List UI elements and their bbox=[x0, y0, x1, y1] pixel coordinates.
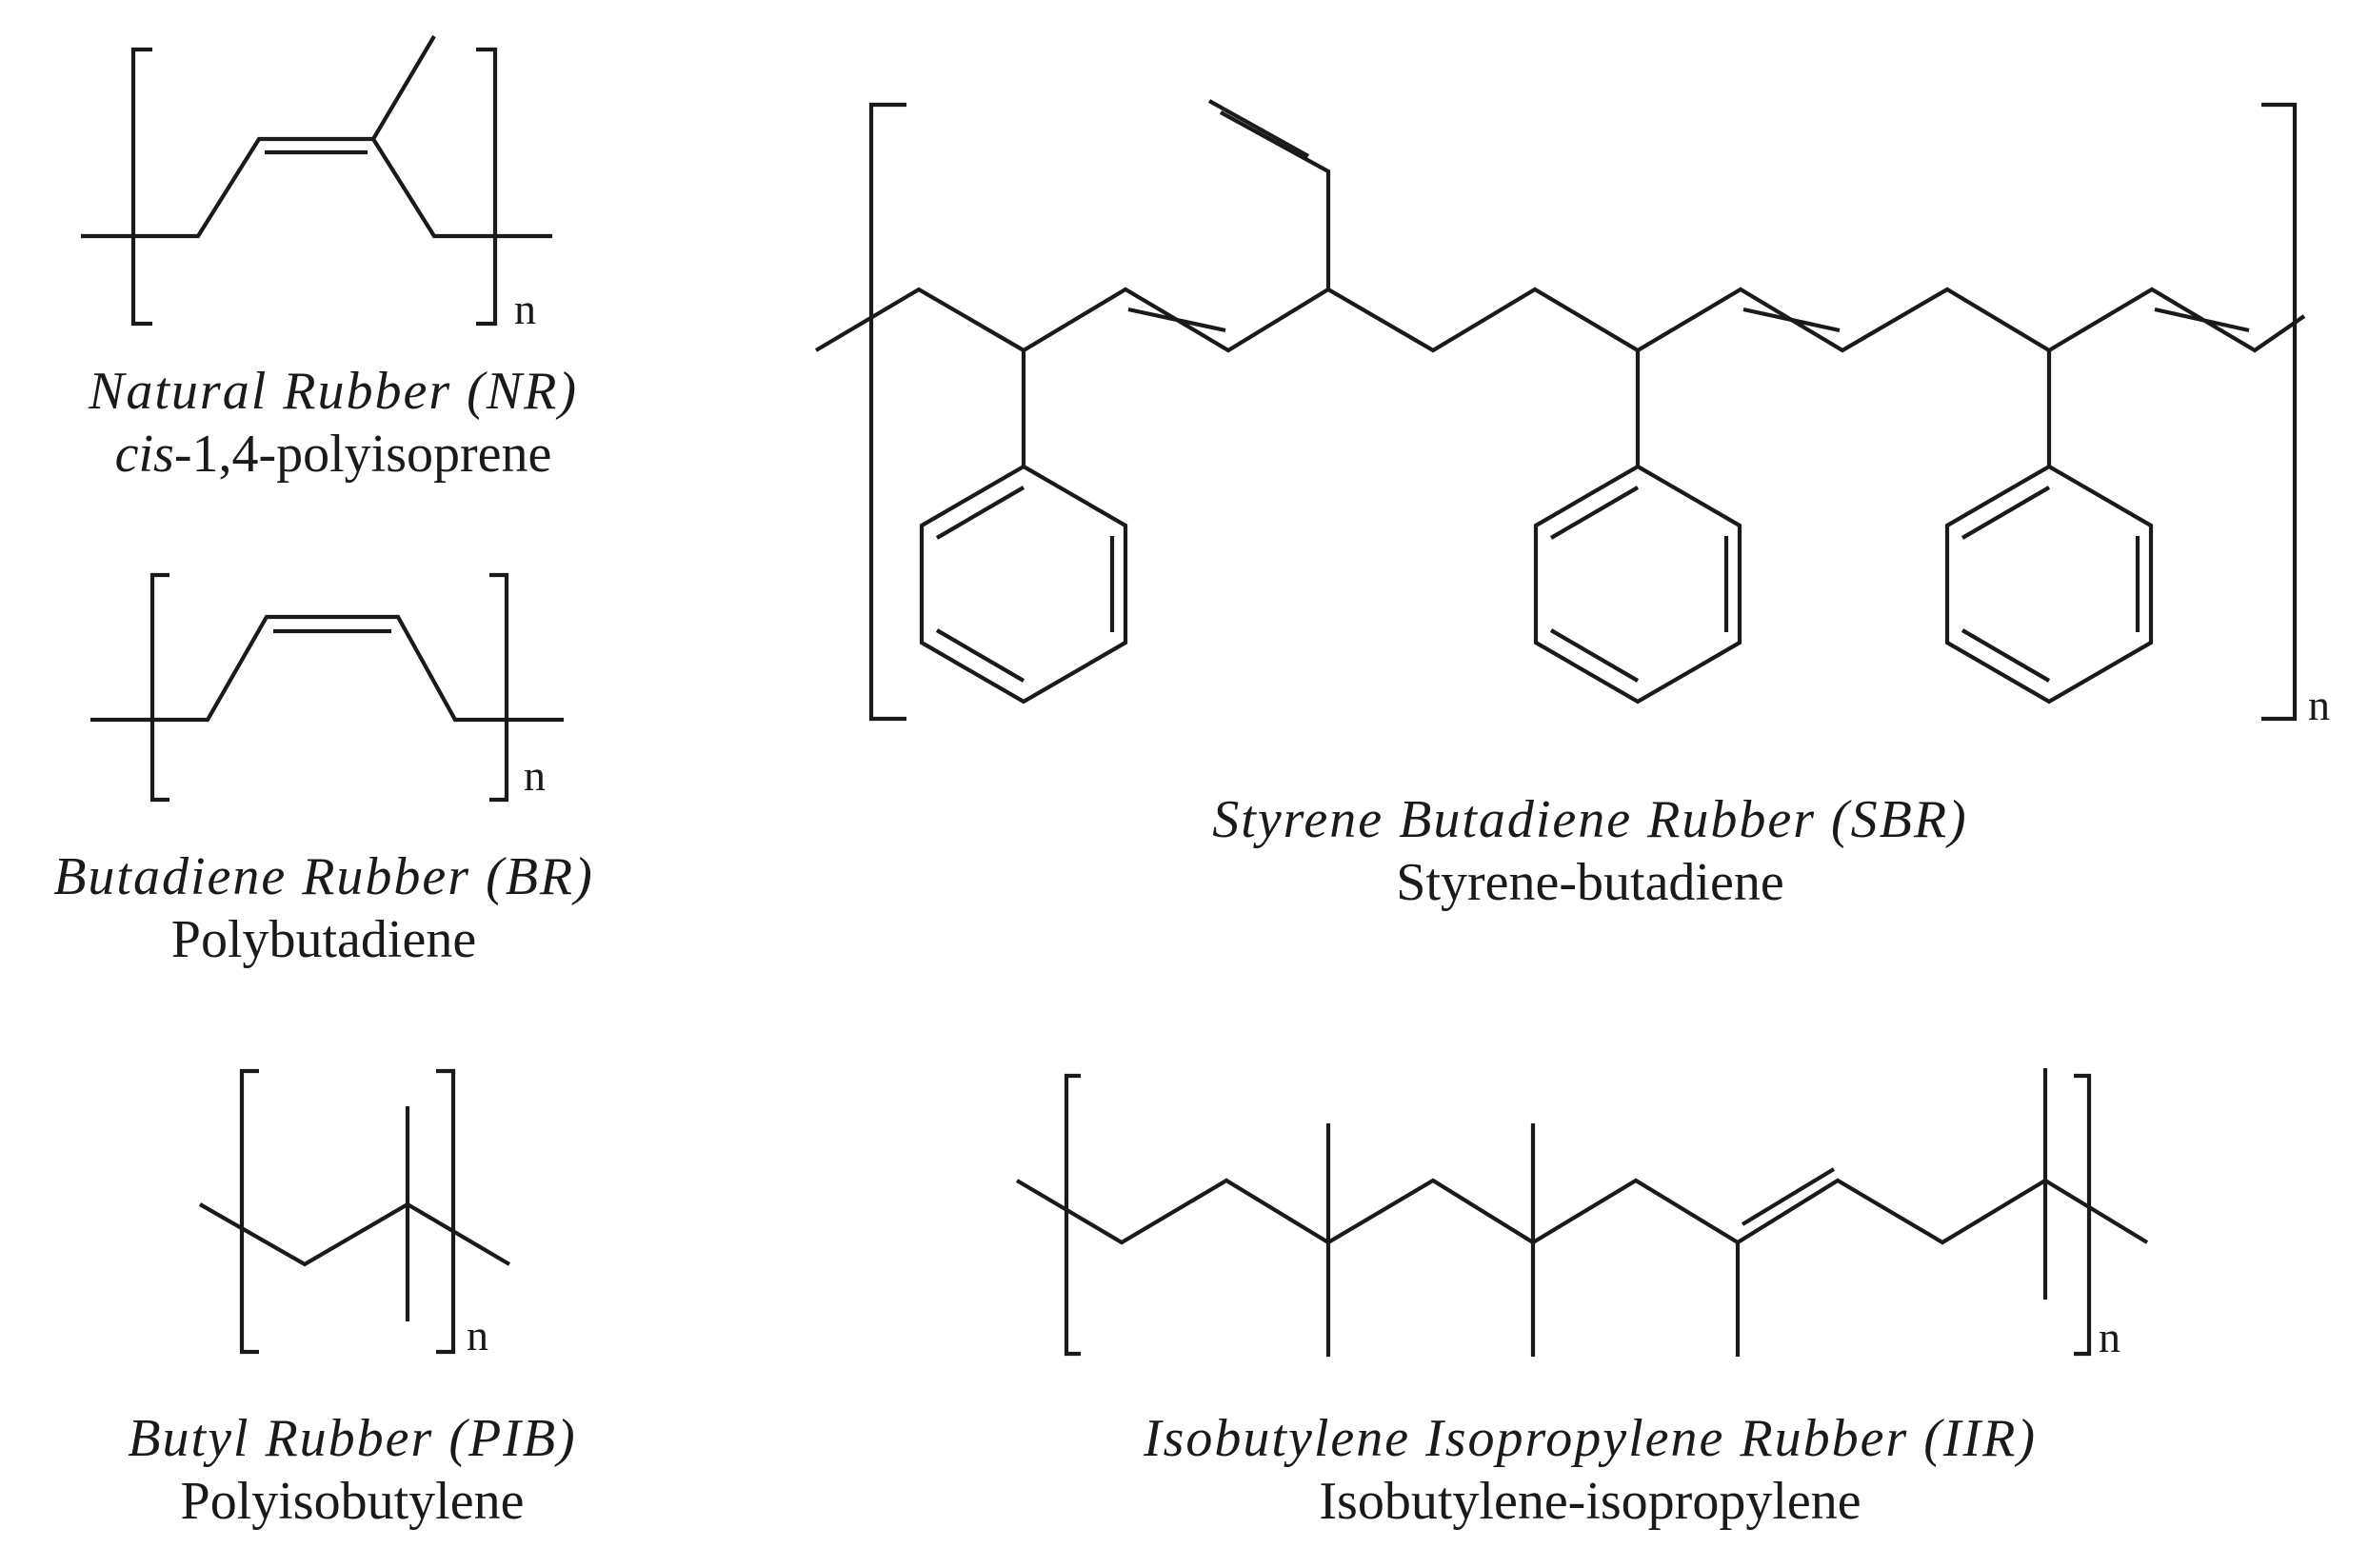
pib-caption: Butyl Rubber (PIB) Polyisobutylene bbox=[57, 1407, 647, 1533]
sbr-double-bond-2 bbox=[1742, 307, 1841, 333]
sbr-ring-1-inner-2 bbox=[935, 628, 1025, 683]
br-backbone bbox=[90, 614, 564, 723]
natural-rubber-structure: n bbox=[81, 34, 552, 333]
sbr-ring-3-inner-3 bbox=[1961, 486, 2051, 540]
sbr-ring-2-inner-3 bbox=[1549, 486, 1640, 540]
sbr-vinyl-double-bond bbox=[1207, 99, 1310, 158]
sbr-double-bond-1 bbox=[1127, 307, 1226, 333]
sbr-double-bond-3 bbox=[2154, 307, 2250, 333]
iir-name: Isobutylene Isopropylene Rubber (IIR) bbox=[1143, 1409, 2038, 1468]
iir-right-bracket bbox=[2074, 1073, 2092, 1357]
sbr-ring-2-inner-2 bbox=[1549, 628, 1640, 683]
sbr-left-bracket bbox=[868, 102, 906, 722]
nr-right-bracket bbox=[476, 47, 498, 327]
br-chemical-name: Polybutadiene bbox=[170, 910, 477, 970]
pib-backbone bbox=[198, 1201, 511, 1267]
sbr-name: Styrene Butadiene Rubber (SBR) bbox=[1212, 790, 1968, 849]
butadiene-rubber-structure: n bbox=[90, 572, 564, 803]
sbr-chemical-name: Styrene-butadiene bbox=[1396, 853, 1784, 913]
nr-methyl bbox=[371, 34, 436, 141]
isobutylene-isopropylene-rubber-structure: n bbox=[1015, 1068, 2149, 1361]
nr-chem-prefix: cis bbox=[114, 425, 174, 485]
iir-repeat-label: n bbox=[2099, 1313, 2120, 1361]
iir-double-bond bbox=[1741, 1167, 1836, 1226]
styrene-butadiene-rubber-structure: n bbox=[814, 99, 2330, 729]
sbr-phenyl-ring-3 bbox=[1944, 464, 2154, 705]
nr-name: Natural Rubber (NR) bbox=[89, 362, 578, 421]
sbr-right-bracket bbox=[2261, 102, 2298, 722]
br-repeat-label: n bbox=[524, 751, 546, 800]
nr-chemical-name: cis-1,4-polyisoprene bbox=[38, 423, 628, 486]
pib-chemical-name: Polyisobutylene bbox=[180, 1472, 525, 1532]
pib-left-bracket bbox=[239, 1068, 259, 1355]
pib-name: Butyl Rubber (PIB) bbox=[128, 1409, 577, 1468]
sbr-vinyl-group bbox=[1219, 110, 1331, 289]
sbr-backbone bbox=[814, 287, 2306, 353]
sbr-phenyl-ring-2 bbox=[1533, 464, 1742, 705]
sbr-caption: Styrene Butadiene Rubber (SBR) Styrene-b… bbox=[1124, 788, 2057, 914]
br-caption: Butadiene Rubber (BR) Polybutadiene bbox=[10, 845, 638, 971]
iir-left-bracket bbox=[1064, 1073, 1081, 1357]
sbr-ring-1-inner-3 bbox=[935, 486, 1025, 540]
nr-caption: Natural Rubber (NR) cis-1,4-polyisoprene bbox=[38, 360, 628, 486]
sbr-phenyl-ring-1 bbox=[919, 464, 1128, 705]
br-name: Butadiene Rubber (BR) bbox=[53, 847, 594, 906]
br-left-bracket bbox=[149, 572, 169, 803]
nr-repeat-label: n bbox=[514, 285, 536, 333]
iir-chemical-name: Isobutylene-isopropylene bbox=[1319, 1472, 1861, 1532]
nr-left-bracket bbox=[130, 47, 152, 327]
pib-right-bracket bbox=[436, 1068, 456, 1355]
iir-caption: Isobutylene Isopropylene Rubber (IIR) Is… bbox=[1047, 1407, 2133, 1533]
pib-repeat-label: n bbox=[467, 1311, 488, 1360]
iir-backbone bbox=[1015, 1178, 2149, 1245]
nr-backbone bbox=[81, 136, 552, 239]
sbr-ring-3-inner-2 bbox=[1961, 628, 2051, 683]
br-right-bracket bbox=[489, 572, 509, 803]
sbr-repeat-label: n bbox=[2308, 681, 2330, 729]
nr-chem-suffix: -1,4-polyisoprene bbox=[173, 425, 552, 485]
butyl-rubber-structure: n bbox=[198, 1068, 511, 1360]
